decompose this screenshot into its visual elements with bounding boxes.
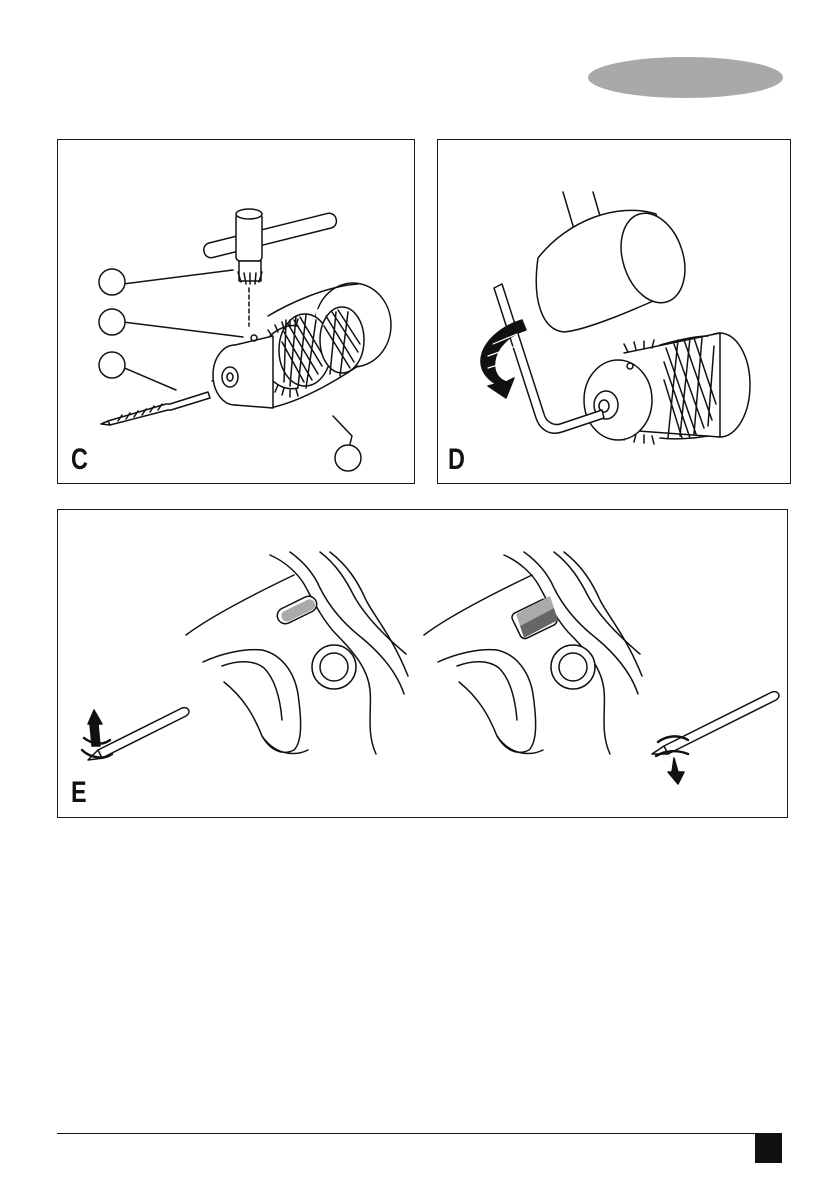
figure-c-label: C <box>71 445 88 475</box>
figure-d-label: D <box>448 445 465 475</box>
figure-e-panel: E <box>57 509 788 818</box>
figure-e-label: E <box>71 778 87 808</box>
figure-d-illustration <box>438 140 792 485</box>
figure-c-illustration <box>58 140 416 485</box>
footer-rule <box>57 1133 781 1134</box>
figure-e-illustration <box>58 510 789 819</box>
page-number-box <box>755 1133 782 1163</box>
figure-d-panel: D <box>437 139 791 484</box>
figure-c-panel: C <box>57 139 415 484</box>
language-tab <box>588 57 783 98</box>
